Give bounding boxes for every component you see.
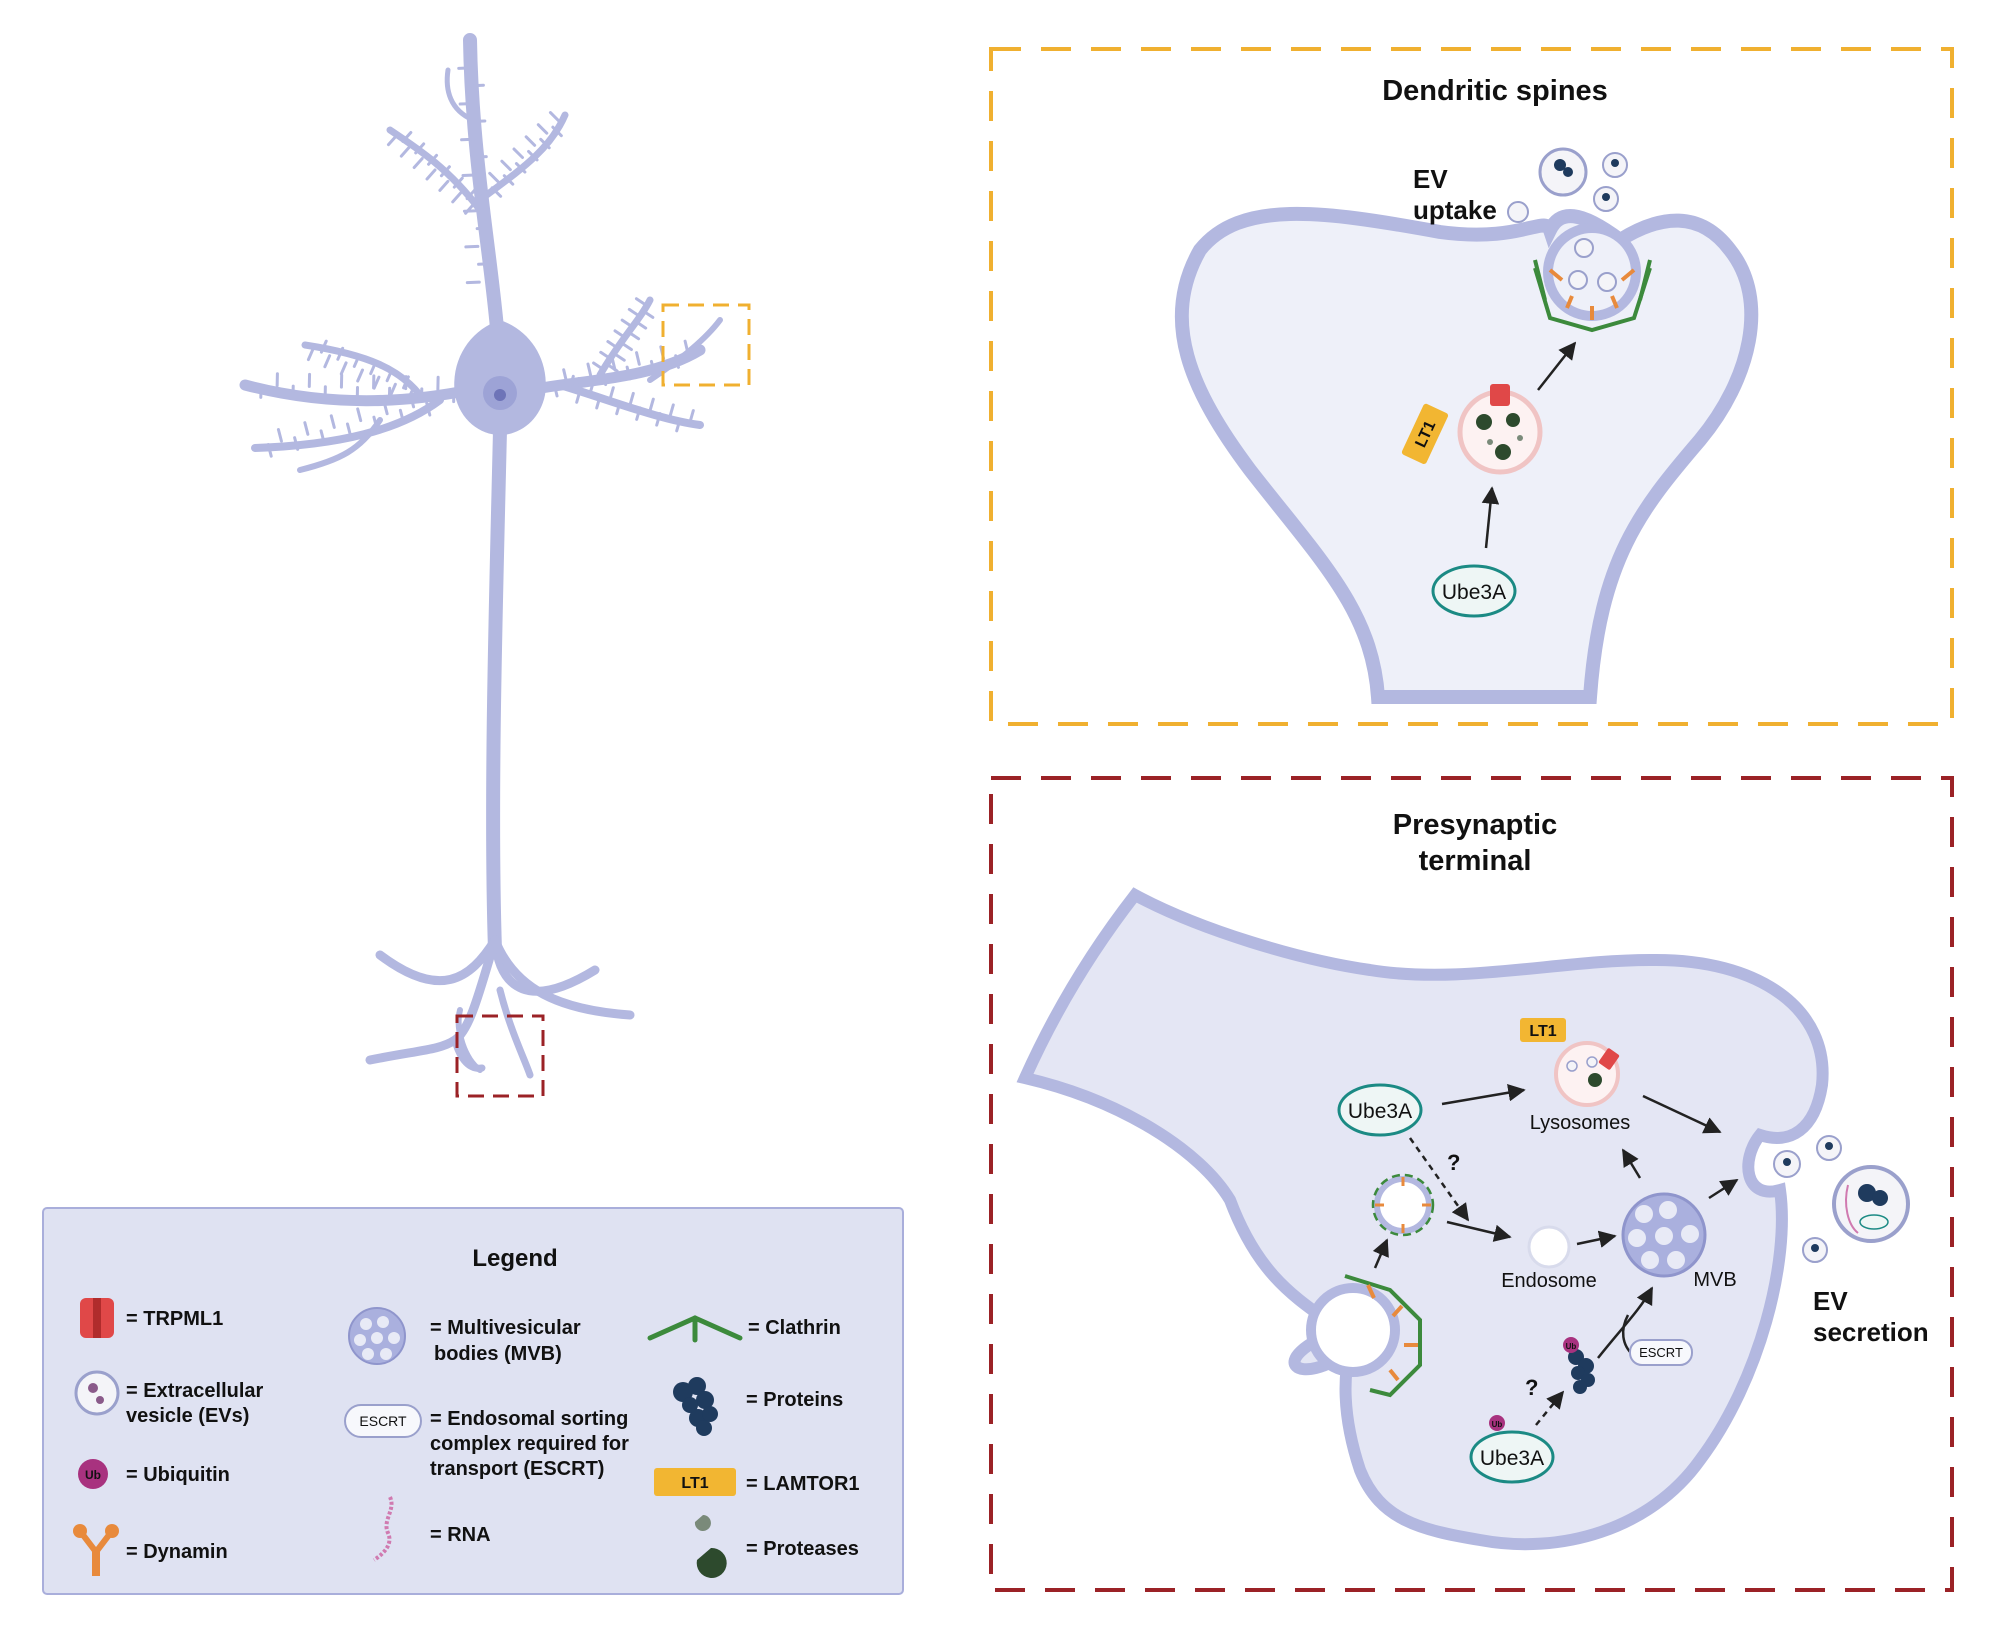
svg-text:Ub: Ub	[85, 1468, 101, 1482]
ube3a-to-lysosome-arrow-presyn	[1441, 1084, 1526, 1106]
protein-icon	[673, 1377, 718, 1436]
spine-panel-title: Dendritic spines	[1382, 75, 1608, 107]
presyn-clathrin-pit	[1306, 1274, 1422, 1398]
svg-text:Ube3A: Ube3A	[1480, 1447, 1544, 1470]
mvb-label: MVB	[1693, 1269, 1736, 1291]
pit-to-vesicle-arrow	[1372, 1238, 1389, 1269]
svg-text:ESCRT: ESCRT	[359, 1413, 407, 1429]
presyn-ube3a-bottom-node: Ube3A	[1469, 1430, 1555, 1484]
mvb-to-secretion-arrow	[1708, 1178, 1739, 1200]
legend-dynamin-label: = Dynamin	[126, 1541, 228, 1563]
legend-proteins-label: = Proteins	[746, 1389, 843, 1411]
secreted-evs	[1773, 1135, 1910, 1263]
legend-rna-label: = RNA	[430, 1524, 491, 1546]
presyn-coated-vesicle	[1371, 1173, 1435, 1237]
spine-zoom-box	[661, 303, 751, 387]
dendritic-spines-texture	[259, 66, 695, 458]
presyn-ubiquitin-bottom: Ub	[1489, 1415, 1505, 1431]
svg-text:LT1: LT1	[1529, 1023, 1556, 1040]
svg-text:Ube3A: Ube3A	[1442, 581, 1506, 604]
presyn-ube3a-top-node: Ube3A	[1337, 1083, 1423, 1137]
ube3a-to-lysosome-arrow	[1481, 486, 1500, 549]
legend-escrt-label-1: = Endosomal sorting	[430, 1408, 628, 1430]
svg-text:ESCRT: ESCRT	[1639, 1345, 1683, 1360]
dendritic-spine-panel: Dendritic spines EV uptake	[989, 47, 1954, 726]
legend-ev-label-2: vesicle (EVs)	[126, 1405, 249, 1427]
mvb-to-lysosome-arrow	[1621, 1148, 1642, 1179]
presyn-endosome	[1527, 1225, 1571, 1269]
mvb-icon	[348, 1307, 406, 1365]
protein-to-mvb-arrow	[1597, 1286, 1654, 1359]
extracellular-vesicles	[1507, 147, 1628, 223]
clathrin-icon	[647, 1315, 743, 1343]
lamtor1-icon: LT1	[654, 1468, 736, 1496]
ev-secretion-label-2: secretion	[1813, 1317, 1929, 1347]
lysosome-to-secretion-arrow	[1642, 1094, 1722, 1134]
ev-uptake-label-1: EV	[1413, 164, 1448, 194]
legend-title: Legend	[472, 1245, 557, 1272]
legend-lamtor1-label: = LAMTOR1	[746, 1473, 860, 1495]
ev-uptake-label-2: uptake	[1413, 195, 1497, 225]
rna-icon	[372, 1496, 394, 1562]
svg-text:Ub: Ub	[1566, 1342, 1577, 1351]
presyn-mvb	[1621, 1192, 1707, 1278]
ubiquitin-icon: Ub	[78, 1459, 108, 1489]
lysosome-to-pit-arrow	[1537, 341, 1577, 391]
legend-ubiquitin-label: = Ubiquitin	[126, 1464, 230, 1486]
terminal-zoom-box	[455, 1014, 545, 1098]
ube3a-to-protein-dashed-arrow	[1535, 1390, 1565, 1426]
presyn-escrt-badge: ESCRT	[1629, 1339, 1693, 1366]
presyn-title-2: terminal	[1419, 845, 1532, 877]
presyn-lysosome	[1554, 1041, 1620, 1107]
legend-trpml1-label: = TRPML1	[126, 1308, 223, 1330]
svg-text:Ube3A: Ube3A	[1348, 1100, 1412, 1123]
legend-escrt-label-2: complex required for	[430, 1433, 629, 1455]
presyn-title-1: Presynaptic	[1393, 809, 1557, 841]
ev-secretion-label-1: EV	[1813, 1286, 1848, 1316]
dynamin-icon	[73, 1524, 119, 1576]
legend-ev-label-1: = Extracellular	[126, 1380, 264, 1402]
legend-proteases-label: = Proteases	[746, 1538, 859, 1560]
legend-panel: Legend = TRPML1 = Extracellular vesicle …	[42, 1207, 904, 1595]
protease-icon	[694, 1515, 727, 1578]
legend-clathrin-label: = Clathrin	[748, 1317, 841, 1339]
trpml1-icon	[80, 1298, 114, 1338]
ev-cargo	[1554, 159, 1619, 201]
svg-text:LT1: LT1	[681, 1475, 708, 1492]
lysosome	[1457, 384, 1543, 475]
neuron-soma	[454, 320, 546, 435]
legend-mvb-label-2: bodies (MVB)	[434, 1343, 562, 1365]
presyn-lt1-badge: LT1	[1520, 1018, 1566, 1042]
extracellular-vesicle-icon	[74, 1370, 120, 1416]
spine-ube3a-node: Ube3A	[1431, 564, 1517, 618]
vesicle-to-endosome-arrow	[1446, 1220, 1512, 1242]
clathrin-coated-pit	[1533, 223, 1652, 333]
ubiquitinated-protein	[1568, 1349, 1595, 1394]
endosome-label: Endosome	[1501, 1270, 1597, 1292]
escrt-icon: ESCRT	[344, 1404, 422, 1438]
question-mark-bottom: ?	[1525, 1375, 1538, 1400]
lysosomes-label: Lysosomes	[1530, 1112, 1630, 1134]
ube3a-to-endosome-dashed-arrow	[1408, 1137, 1470, 1222]
presynaptic-panel: Presynaptic terminal Ube3A	[989, 776, 1954, 1592]
presyn-ubiquitin-tag: Ub	[1563, 1337, 1579, 1353]
question-mark-top: ?	[1447, 1150, 1460, 1175]
endosome-to-mvb-arrow	[1576, 1230, 1617, 1248]
neuron-illustration	[239, 33, 723, 1079]
svg-text:Ub: Ub	[1492, 1420, 1503, 1429]
legend-escrt-label-3: transport (ESCRT)	[430, 1458, 604, 1480]
legend-mvb-label-1: = Multivesicular	[430, 1317, 581, 1339]
